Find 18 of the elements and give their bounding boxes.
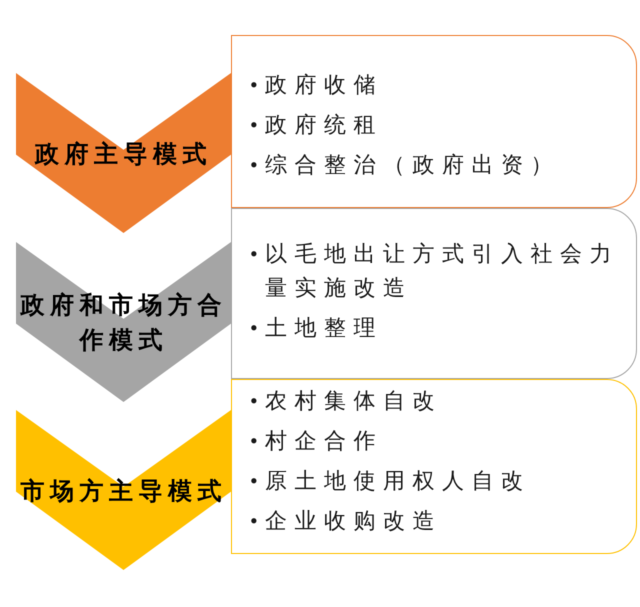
list-panel (231, 379, 637, 554)
list-item: •政府统租 (250, 111, 384, 139)
list-item: •以毛地出让方式引入社会力量实施改造 (250, 240, 620, 302)
chevron-shape (16, 410, 231, 570)
list-item: •村企合作 (250, 427, 384, 455)
list-panel (231, 35, 637, 208)
chevron-shape (16, 73, 231, 233)
list-item: •企业收购改造 (250, 507, 444, 535)
list-item: •原土地使用权人自改 (250, 467, 532, 495)
list-panel (231, 208, 637, 379)
chevron-label: 政府主导模式 (34, 138, 213, 170)
list-item: •政府收储 (250, 71, 384, 99)
list-item: •综合整治（政府出资） (250, 151, 562, 179)
chevron-label: 政府和市场方合作模式 (19, 289, 228, 356)
chevron-label: 市场方主导模式 (19, 474, 228, 506)
list-item: •农村集体自改 (250, 387, 444, 415)
chevron-shape (16, 242, 231, 402)
list-item: •土地整理 (250, 314, 384, 342)
